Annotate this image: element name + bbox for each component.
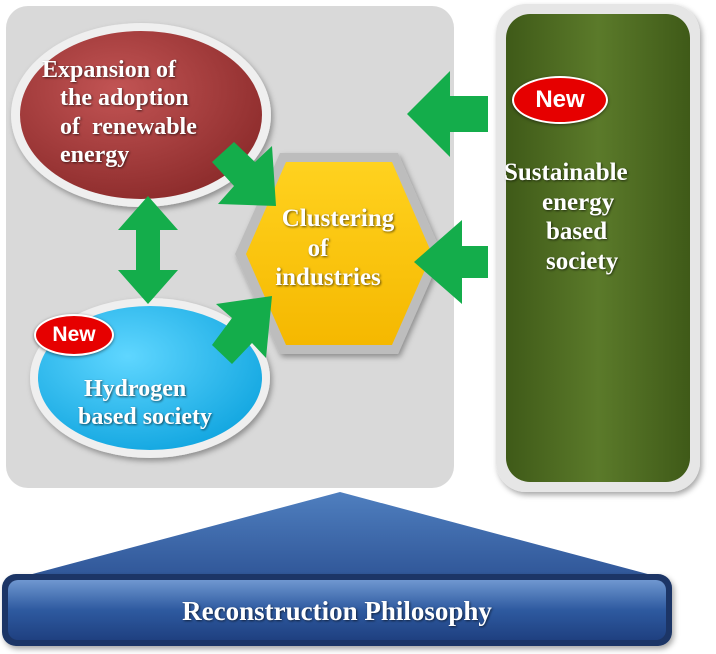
- renewable-label-line: of renewable: [60, 113, 197, 140]
- sustainable-label-line: Sustainable: [504, 159, 628, 186]
- sustainable-label-line: based: [546, 218, 608, 245]
- renewable-label-line: Expansion of: [42, 57, 177, 83]
- sustainable-label-line: society: [546, 247, 619, 275]
- arrow-vertical-double: [118, 196, 178, 304]
- philosophy-triangle: [10, 492, 670, 580]
- arrow-sustainable-to-cluster: [414, 220, 488, 304]
- sustainable-label-line: energy: [542, 188, 615, 216]
- sustainable-new-badge: New: [512, 76, 608, 124]
- hydrogen-label: Hydrogen based society: [78, 375, 212, 432]
- cluster-label-line: industries: [275, 264, 381, 291]
- renewable-label-line: energy: [60, 141, 130, 168]
- philosophy-label: Reconstruction Philosophy: [182, 596, 492, 626]
- renewable-ellipse: [20, 31, 262, 199]
- cluster-hexagon: [246, 162, 432, 345]
- arrow-renewable-to-cluster: [212, 142, 276, 206]
- renewable-label-line: the adoption: [60, 85, 189, 112]
- cluster-label-line: of: [307, 234, 329, 262]
- cluster-label-line: Clustering: [281, 205, 395, 232]
- hydrogen-label-line: Hydrogen: [84, 376, 187, 402]
- arrow-hydrogen-to-cluster: [212, 296, 272, 364]
- sustainable-box-inner: [506, 14, 690, 482]
- philosophy-bar: [8, 580, 666, 640]
- sustainable-label: Sustainable energy based society: [504, 158, 628, 276]
- hydrogen-label-line: based society: [78, 404, 212, 431]
- hydrogen-new-badge: New: [34, 314, 114, 356]
- cluster-label: Clustering of industries: [258, 204, 418, 293]
- arrow-sustainable-to-panel: [407, 71, 488, 157]
- renewable-label: Expansion of the adoption of renewable e…: [42, 56, 197, 169]
